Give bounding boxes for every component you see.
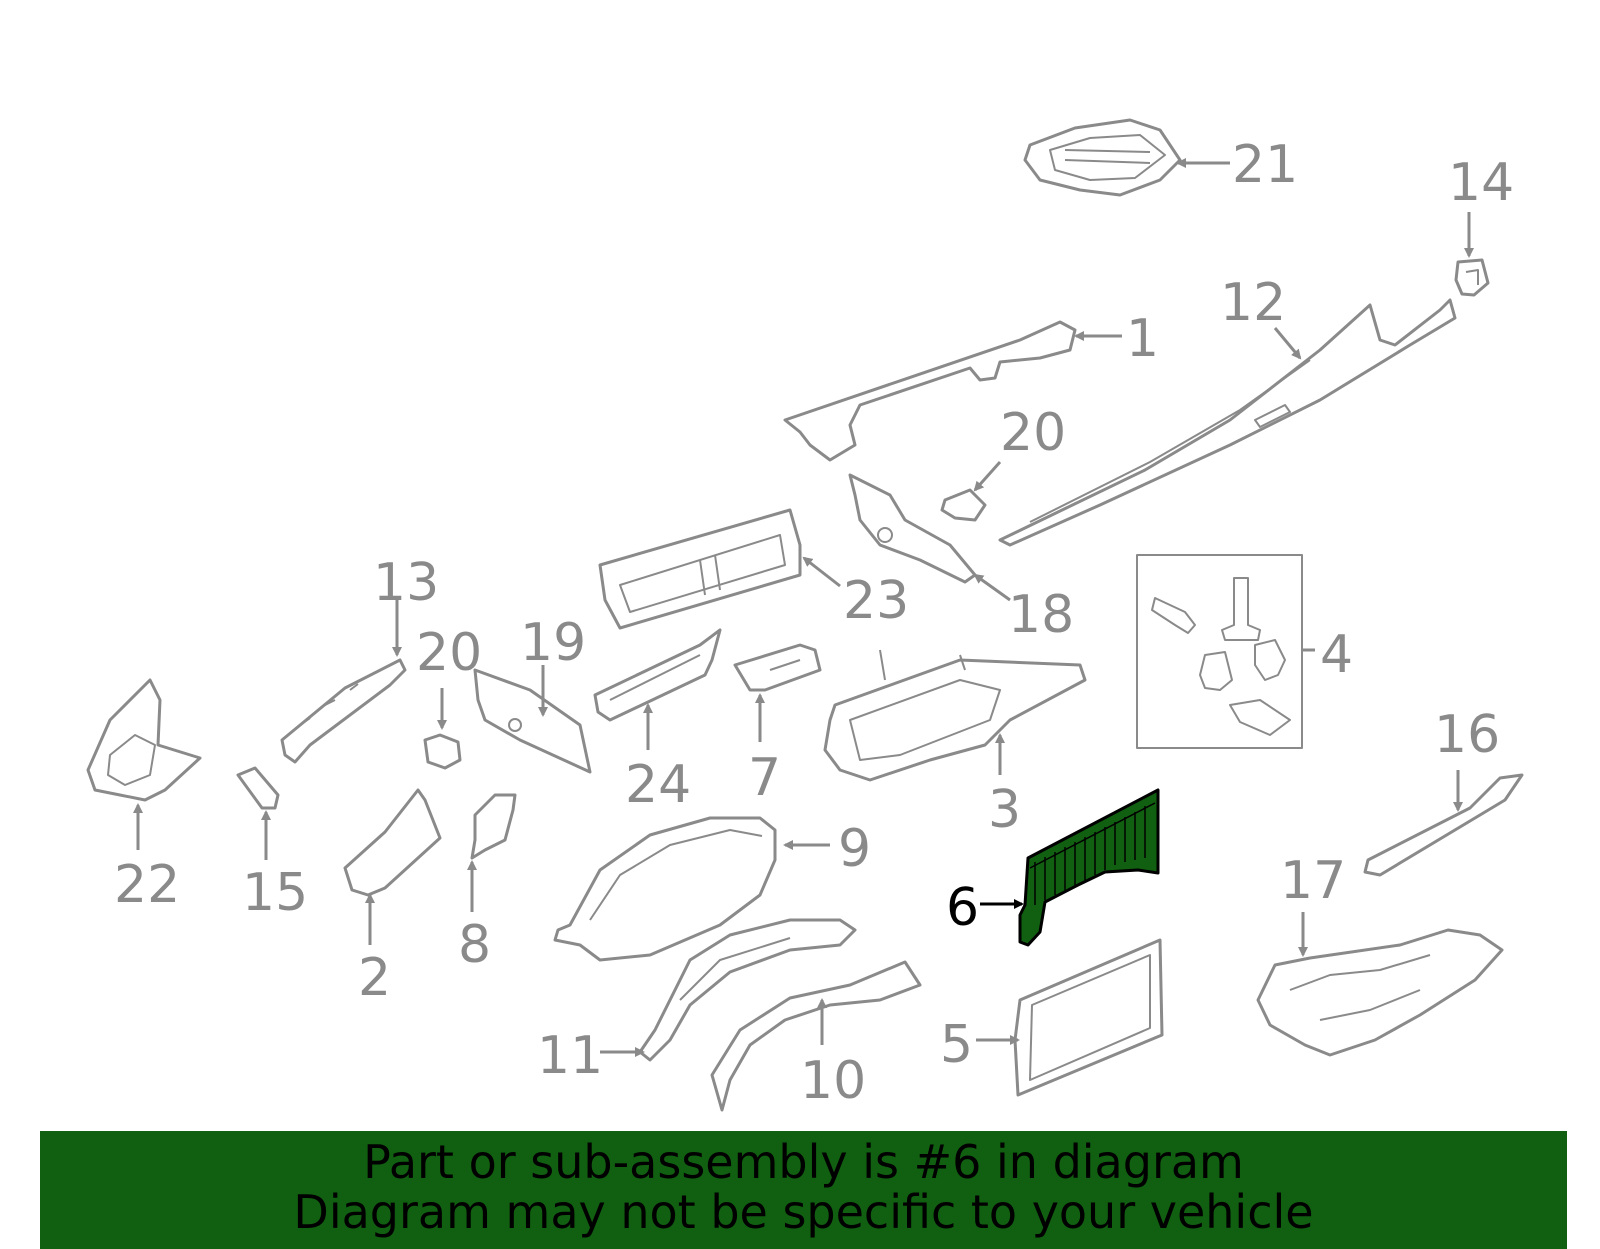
callout-17: 17: [1280, 851, 1346, 911]
callout-8: 8: [458, 915, 491, 975]
callout-21: 21: [1232, 135, 1298, 195]
callout-22: 22: [114, 855, 180, 915]
part-20-clip-upper: [940, 488, 987, 522]
part-3-housing: [823, 649, 1087, 782]
part-10-arch-trim: [710, 960, 922, 1112]
part-12-dash-panel: [998, 298, 1457, 547]
callout-19: 19: [520, 613, 586, 673]
part-22-bezel: [86, 678, 202, 802]
callout-11: 11: [537, 1026, 603, 1086]
part-23-center-vent: [598, 508, 802, 630]
part-6-highlighted-panel: [1018, 788, 1160, 947]
caption-banner: Part or sub-assembly is #6 in diagram Di…: [40, 1131, 1567, 1249]
part-15-clip: [236, 766, 280, 810]
callout-24: 24: [625, 755, 691, 815]
caption-line-1: Part or sub-assembly is #6 in diagram: [363, 1135, 1244, 1189]
part-24-vent: [593, 628, 722, 722]
callout-14: 14: [1448, 153, 1514, 213]
part-9-cluster-hood: [553, 816, 777, 962]
part-21-vent: [1023, 118, 1182, 197]
part-1-trim-strip: [783, 320, 1077, 462]
callout-12: 12: [1220, 273, 1286, 333]
callout-18: 18: [1008, 585, 1074, 645]
callout-13: 13: [373, 553, 439, 613]
part-7-switch: [733, 643, 822, 692]
callout-16: 16: [1434, 705, 1500, 765]
part-20-clip-lower: [423, 733, 462, 770]
part-4-fastener-kit: [1136, 554, 1303, 749]
callout-23: 23: [843, 571, 909, 631]
part-17-lower-housing: [1256, 928, 1504, 1057]
part-19-panel: [473, 668, 592, 774]
callout-6: 6: [946, 878, 979, 938]
callout-3: 3: [988, 780, 1021, 840]
part-5-frame: [1013, 938, 1164, 1097]
callout-10: 10: [800, 1051, 866, 1111]
part-18-bracket: [848, 473, 977, 584]
part-8-bracket: [470, 793, 517, 860]
part-11-lower-trim: [638, 918, 857, 1062]
part-14-clip: [1454, 258, 1490, 297]
callout-2: 2: [358, 948, 391, 1008]
caption-line-2: Diagram may not be specific to your vehi…: [293, 1185, 1314, 1239]
callout-15: 15: [242, 863, 308, 923]
callout-7: 7: [748, 748, 781, 808]
callout-9: 9: [838, 819, 871, 879]
callout-4: 4: [1320, 625, 1353, 685]
part-16-strip: [1363, 773, 1524, 877]
callout-5: 5: [940, 1015, 973, 1075]
callout-20-lower: 20: [416, 623, 482, 683]
part-13-trim: [280, 658, 407, 764]
callout-1: 1: [1126, 309, 1159, 369]
callout-20-upper: 20: [1000, 403, 1066, 463]
part-2-trim: [343, 788, 442, 897]
